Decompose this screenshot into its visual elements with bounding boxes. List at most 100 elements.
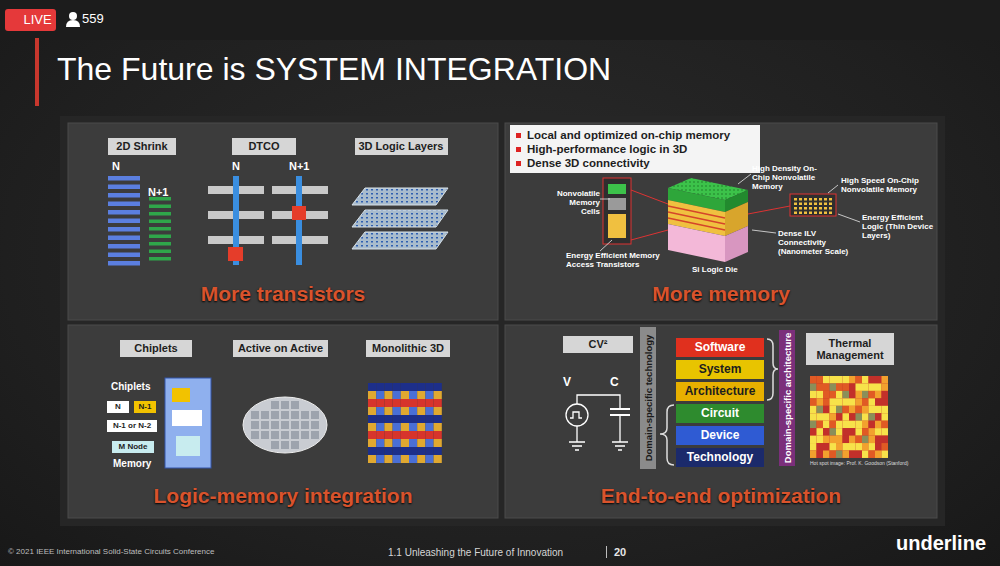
mono-cell <box>384 415 392 423</box>
heat-cell <box>836 391 843 398</box>
mono-cell <box>401 455 409 463</box>
mono-cell <box>434 455 442 463</box>
heat-cell <box>882 383 889 390</box>
heat-cell <box>849 436 856 443</box>
inset-dot <box>809 212 812 215</box>
inset-dots <box>794 198 832 214</box>
shrink-bar <box>108 253 140 258</box>
inset-dot <box>794 212 797 215</box>
box-text: N-1 or N-2 <box>113 422 151 431</box>
mono-cell <box>384 431 392 439</box>
mono-cell <box>384 455 392 463</box>
heat-cell <box>836 451 843 458</box>
callout: High Density On-Chip Nonvolatile Memory <box>752 165 834 191</box>
heat-cell <box>810 428 817 435</box>
chiplet <box>176 436 200 456</box>
wafer-die <box>271 411 279 419</box>
bullet-box: Local and optimized on-chip memoryHigh-p… <box>510 125 760 173</box>
mono-cell <box>417 383 425 391</box>
inset-leader <box>748 206 790 214</box>
heat-cell <box>869 413 876 420</box>
heat-cell <box>843 443 850 450</box>
node-label: N <box>112 160 120 172</box>
mono-cell <box>425 447 433 455</box>
bullet-square <box>516 147 521 152</box>
wafer-die <box>291 441 299 449</box>
wafer-die <box>271 401 279 409</box>
bullet-row: High-performance logic in 3D <box>516 142 754 156</box>
technology-bar: Domain-specific technology <box>640 327 656 469</box>
wafer-die <box>291 431 299 439</box>
heat-cell <box>817 391 824 398</box>
box-text: CV² <box>589 338 608 350</box>
mono-cell <box>434 431 442 439</box>
heat-cell <box>875 413 882 420</box>
mono-cell <box>425 455 433 463</box>
heat-cell <box>856 398 863 405</box>
panel-caption: More memory <box>505 282 937 306</box>
mono-cell <box>434 447 442 455</box>
heat-cell <box>836 443 843 450</box>
heat-cell <box>817 421 824 428</box>
callout: Nonvolatile Memory Cells <box>548 190 600 216</box>
stack-layer: Technology <box>676 448 764 467</box>
shrink-bar <box>108 210 140 215</box>
heat-cell <box>875 451 882 458</box>
mono-cell <box>417 391 425 399</box>
shrink-bar <box>108 236 140 241</box>
shrink-bar <box>108 202 140 207</box>
wafer-die <box>281 401 289 409</box>
heat-cell <box>856 451 863 458</box>
heat-cell <box>830 383 837 390</box>
capacitor-symbol <box>610 409 630 415</box>
inset-dot <box>799 203 802 206</box>
heat-cell <box>875 383 882 390</box>
wafer-die <box>301 431 309 439</box>
mono-cell <box>384 399 392 407</box>
wafer-die <box>281 431 289 439</box>
callout: Si Logic Die <box>692 266 738 275</box>
mono-cell <box>393 391 401 399</box>
box-text: Architecture <box>685 385 756 398</box>
panel-bg <box>68 123 498 320</box>
heat-cell <box>823 391 830 398</box>
monolithic-stack <box>368 383 442 463</box>
wafer-die <box>291 421 299 429</box>
mono-cell <box>401 415 409 423</box>
mono-cell <box>384 383 392 391</box>
slide-title: The Future is SYSTEM INTEGRATION <box>57 52 611 87</box>
heat-cell <box>882 391 889 398</box>
mono-cell <box>376 455 384 463</box>
heat-cell <box>862 413 869 420</box>
box-text: N-1 <box>139 403 152 412</box>
bullet-text: Local and optimized on-chip memory <box>527 128 730 142</box>
mono-cell <box>434 399 442 407</box>
heat-cell <box>823 443 830 450</box>
heat-cell <box>823 406 830 413</box>
heat-cell <box>869 391 876 398</box>
mono-cell <box>409 431 417 439</box>
label-box: Active on Active <box>233 340 328 357</box>
chiplet-box: N-1 <box>134 401 156 413</box>
heat-cell <box>810 436 817 443</box>
inset-dot <box>829 207 832 210</box>
wafer-die <box>251 431 259 439</box>
mono-cell <box>376 383 384 391</box>
wafer-die <box>271 421 279 429</box>
box-text: 3D Logic Layers <box>359 140 444 152</box>
mono-cell <box>401 391 409 399</box>
viewer-icon-body <box>66 20 80 27</box>
heat-cell <box>830 406 837 413</box>
inset-dot <box>814 212 817 215</box>
mono-cell <box>425 423 433 431</box>
box-text: Technology <box>687 451 753 464</box>
heat-cell <box>836 413 843 420</box>
heat-cell <box>869 383 876 390</box>
heat-cell <box>875 436 882 443</box>
mono-cell <box>401 447 409 455</box>
heat-cell <box>856 421 863 428</box>
shrink-bar <box>149 257 171 261</box>
wafer-die <box>251 421 259 429</box>
inset-dot <box>829 203 832 206</box>
heat-cell <box>862 383 869 390</box>
